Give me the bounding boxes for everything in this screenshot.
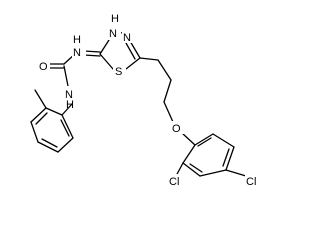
- atom-n-tolyl-sub: H: [66, 99, 74, 111]
- atom-n-ring-h-sub: H: [111, 13, 119, 25]
- bond-o-aryl: [181, 132, 196, 146]
- bond-s-c2: [99, 53, 114, 70]
- bond-t1-t2: [45, 107, 63, 116]
- bond-t6-t1-inner: [60, 119, 70, 137]
- atom-labels: N H O N H N H N S O Cl Cl: [38, 13, 261, 188]
- atom-o-ether-label: O: [172, 123, 181, 135]
- bond-cc-o: [163, 101, 174, 123]
- bond-ar6-ar1: [194, 133, 214, 146]
- atom-cl-ortho-label: Cl: [169, 176, 179, 188]
- bond-ar4-ar5-inner: [222, 148, 230, 167]
- bonds: [30, 31, 247, 177]
- bond-n-tolyl-ring: [61, 103, 73, 116]
- bond-t5-t6: [57, 137, 74, 153]
- bond-ar2-ar3: [182, 162, 201, 177]
- bond-c5-s: [125, 57, 141, 70]
- bond-t2-t3-inner: [35, 112, 48, 125]
- bond-ca-cb: [157, 59, 172, 81]
- bond-n-amide-c2: [83, 50, 101, 53]
- bond-cb-cc: [163, 79, 172, 103]
- bond-t2-methyl: [34, 89, 47, 109]
- atom-s-ring-label: S: [115, 66, 122, 78]
- bond-t6-t1: [61, 114, 74, 139]
- bond-c5-ca: [139, 57, 159, 61]
- bond-ar5-ar6: [212, 133, 235, 148]
- bond-t3-t4: [30, 121, 39, 143]
- atom-n-amide-sub: H: [73, 34, 81, 46]
- atom-cl-para-label: Cl: [246, 176, 256, 188]
- bond-ar4-ar5: [225, 146, 235, 171]
- bond-n4-c5-2: [125, 42, 136, 60]
- bond-t2-t3: [30, 107, 47, 123]
- atom-n-ring-h-label: N: [109, 28, 117, 40]
- bond-ar1-ar2: [182, 144, 196, 164]
- atom-n-tolyl-label: N: [65, 89, 73, 101]
- bond-ar4-cl: [225, 169, 247, 177]
- atom-o-carbonyl-label: O: [39, 61, 48, 73]
- molecule-structure-diagram: N H O N H N H N S O Cl Cl: [30, 13, 261, 188]
- bond-t4-t5-inner: [41, 138, 58, 148]
- bond-n-amide-c2-2: [83, 54, 101, 57]
- bond-c-urea-n-tolyl: [63, 65, 69, 87]
- atom-n-ring-label: N: [123, 32, 131, 44]
- atom-n-amide-label: N: [73, 47, 81, 59]
- bond-c2-n3: [99, 39, 110, 55]
- bond-n4-c5: [129, 40, 141, 59]
- bond-ar2-ar3-inner: [189, 163, 203, 173]
- bond-ar6-ar1-inner: [197, 137, 212, 147]
- bond-ar2-cl: [175, 162, 184, 177]
- bond-t4-t5: [37, 141, 59, 153]
- bond-ar3-ar4: [199, 169, 227, 177]
- molecule-svg: N H O N H N H N S O Cl Cl: [30, 13, 261, 188]
